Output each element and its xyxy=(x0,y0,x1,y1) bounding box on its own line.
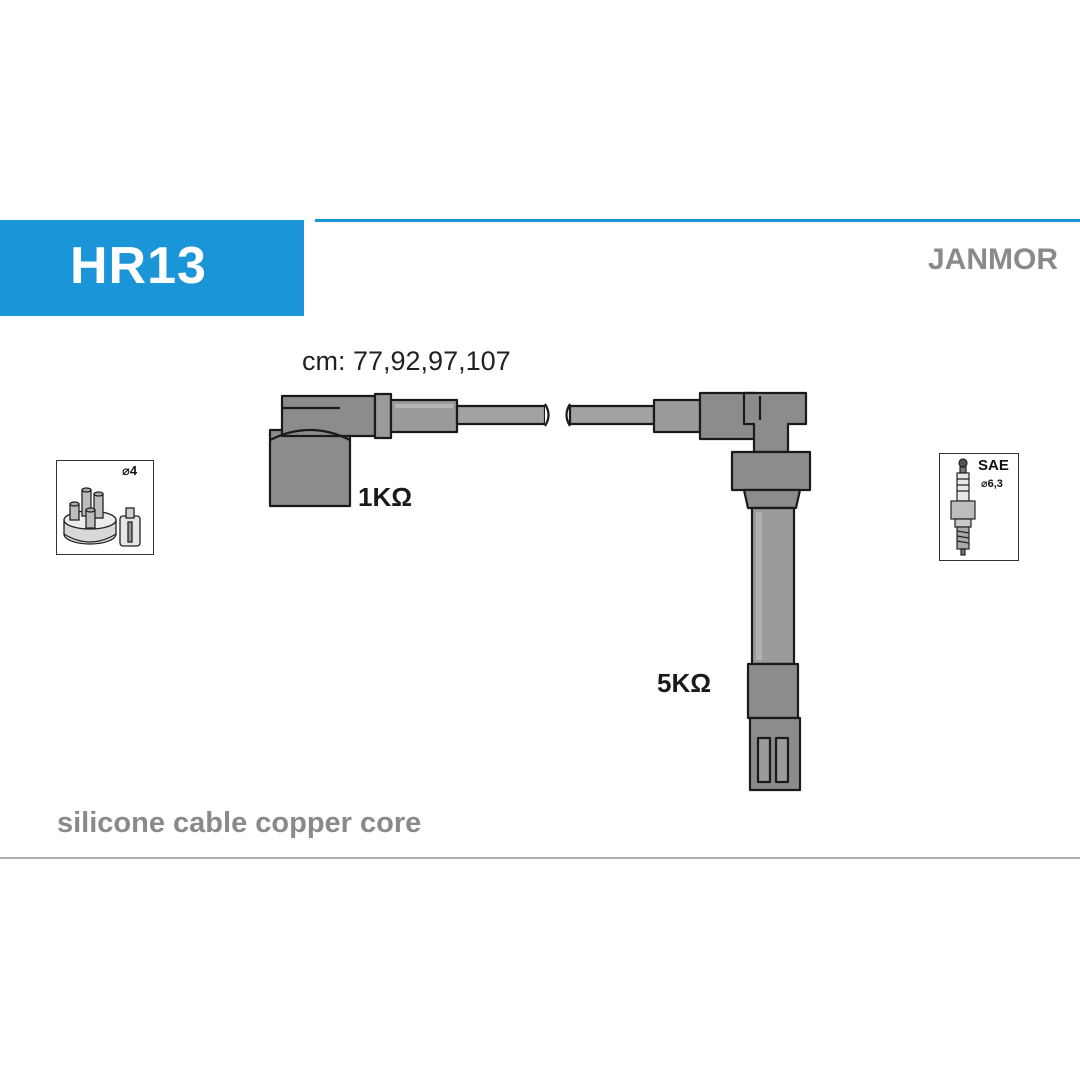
plug-diameter-label: ⌀6,3 xyxy=(981,478,1003,490)
left-cable-segment xyxy=(455,403,550,427)
product-code: HR13 xyxy=(70,237,207,295)
header-divider xyxy=(315,219,1080,222)
code-badge xyxy=(0,220,304,316)
cable-description: silicone cable copper core xyxy=(57,807,422,839)
right-boot xyxy=(652,391,812,792)
left-boot xyxy=(268,392,459,508)
footer-divider xyxy=(0,857,1080,859)
brand-name: JANMOR xyxy=(927,243,1058,276)
resistance-left-label: 1KΩ xyxy=(358,482,413,512)
resistance-right-label: 5KΩ xyxy=(657,668,712,698)
right-cable-segment xyxy=(565,403,656,427)
cable-lengths-label: cm: 77,92,97,107 xyxy=(302,346,511,376)
spark-plug-icon xyxy=(950,458,976,556)
plug-standard-label: SAE xyxy=(978,457,1009,474)
distributor-cap-icon xyxy=(63,487,141,547)
distributor-diameter-label: ⌀4 xyxy=(122,463,138,478)
